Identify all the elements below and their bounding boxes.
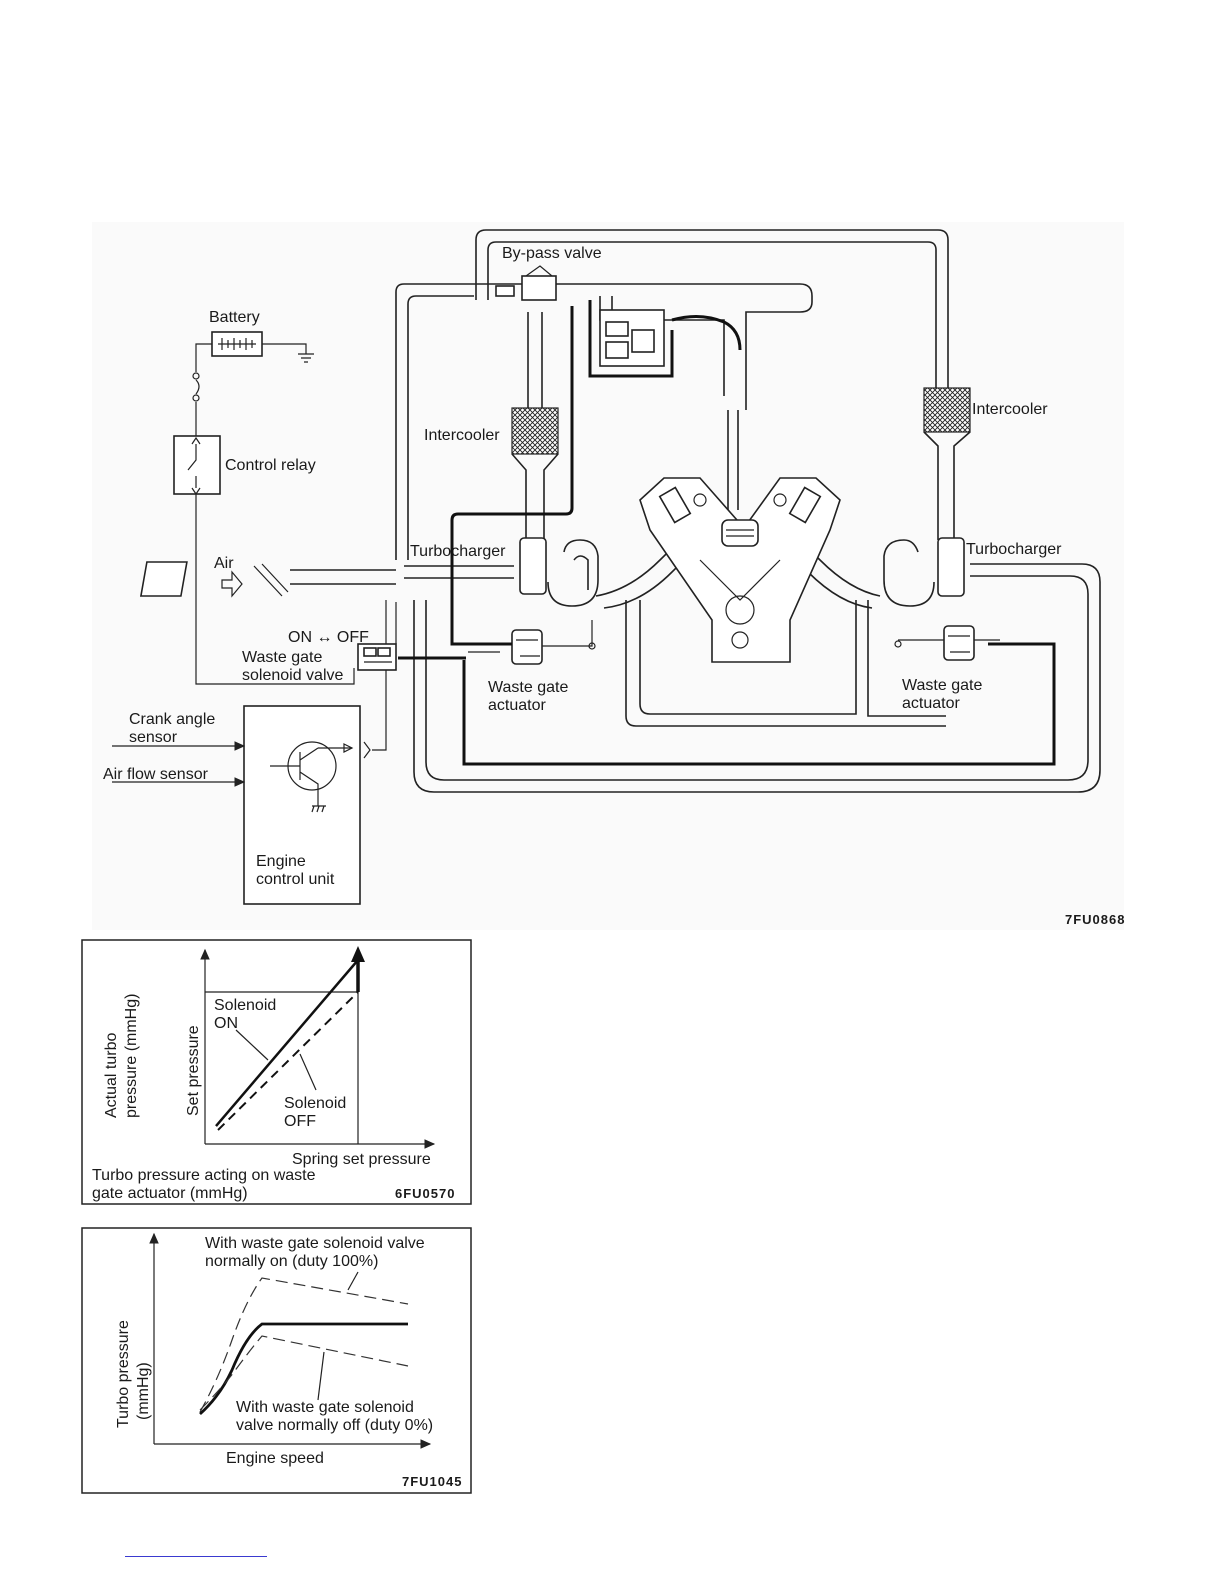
chart1-solenoid-off-2: OFF	[284, 1113, 316, 1130]
left-turbocharger: Turbocharger	[404, 537, 599, 607]
left-actuator-label-2: actuator	[488, 697, 546, 714]
right-turbocharger-label: Turbocharger	[966, 541, 1062, 558]
chart2-bottom-label-1: With waste gate solenoid	[236, 1399, 414, 1416]
chart1-on-leader	[235, 1029, 269, 1061]
left-waste-gate-actuator: Waste gate actuator	[488, 620, 596, 714]
turbo-pressure-vs-engine-speed-chart: With waste gate solenoid valve normally …	[81, 1227, 472, 1494]
chart2-ylabel-2: (mmHg)	[135, 1362, 152, 1420]
right-turbocharger: Turbocharger	[413, 537, 1101, 793]
chart1-off-leader	[299, 1053, 317, 1091]
sensor-inputs: Crank angle sensor Air flow sensor	[103, 711, 246, 787]
chart2-top-label-2: normally on (duty 100%)	[205, 1253, 378, 1270]
chart2-ylabel-1: Turbo pressure	[115, 1320, 132, 1428]
chart1-spring-label: Spring set pressure	[292, 1151, 431, 1168]
solenoid-label-1: Waste gate	[242, 649, 322, 666]
chart2-bottom-leader	[317, 1351, 325, 1401]
battery-label: Battery	[209, 309, 260, 326]
waste-gate-pressure-chart: Solenoid ON Solenoid OFF Spring set pres…	[81, 939, 472, 1205]
footer-link-underline	[125, 1556, 267, 1557]
waste-gate-solenoid-valve: ON ↔ OFF Waste gate solenoid valve	[242, 600, 397, 751]
chart1-arrowhead-icon	[351, 946, 365, 962]
bypass-valve: By-pass valve	[495, 245, 602, 301]
chart2-top-label-1: With waste gate solenoid valve	[205, 1235, 425, 1252]
chart1-solenoid-off-1: Solenoid	[284, 1095, 346, 1112]
chart2-figure-code: 7FU1045	[402, 1474, 462, 1489]
chart2-top-leader	[347, 1271, 359, 1291]
right-intercooler: Intercooler	[923, 387, 1048, 540]
control-relay: Control relay	[173, 435, 355, 685]
air-flow-sensor-label: Air flow sensor	[103, 766, 209, 783]
solenoid-label-2: solenoid valve	[242, 667, 344, 684]
chart1-solenoid-on-line	[215, 959, 359, 1127]
chart1-solenoid-on-2: ON	[214, 1015, 238, 1032]
ecu-label-1: Engine	[256, 853, 306, 870]
right-waste-gate-actuator: Waste gate actuator	[894, 625, 1000, 712]
chart1-ylabel-2: pressure (mmHg)	[123, 994, 140, 1118]
right-intercooler-label: Intercooler	[972, 401, 1048, 418]
on-off-label: ON ↔ OFF	[288, 629, 369, 646]
left-intercooler: Intercooler	[424, 312, 559, 540]
left-turbocharger-label: Turbocharger	[410, 543, 506, 560]
chart2-bottom-label-2: valve normally off (duty 0%)	[236, 1417, 433, 1434]
chart1-ylabel-1: Actual turbo	[103, 1033, 120, 1118]
chart2-duty100-curve	[199, 1277, 409, 1413]
air-label: Air	[214, 555, 234, 572]
chart1-figure-code: 6FU0570	[395, 1186, 455, 1201]
chart1-xlabel-1: Turbo pressure acting on waste	[92, 1167, 316, 1184]
chart1-inner-ylabel: Set pressure	[185, 1025, 202, 1116]
top-figure-code: 7FU0868	[1065, 912, 1125, 927]
v6-engine	[639, 410, 841, 663]
bypass-loop-pipe	[395, 229, 949, 560]
left-intercooler-label: Intercooler	[424, 427, 500, 444]
crank-angle-label-2: sensor	[129, 729, 178, 746]
chart2-normal-curve	[199, 1322, 408, 1416]
chart1-solenoid-on-1: Solenoid	[214, 997, 276, 1014]
right-actuator-label-2: actuator	[902, 695, 960, 712]
solenoid-hoses	[398, 306, 1056, 766]
left-actuator-label-1: Waste gate	[488, 679, 568, 696]
chart1-xlabel-2: gate actuator (mmHg)	[92, 1185, 248, 1202]
bypass-valve-label: By-pass valve	[502, 245, 602, 262]
crank-angle-label-1: Crank angle	[129, 711, 215, 728]
right-actuator-label-1: Waste gate	[902, 677, 982, 694]
air-arrow-icon	[221, 570, 243, 598]
battery: Battery	[192, 309, 314, 436]
air-intake: Air	[139, 555, 396, 598]
chart1-solenoid-off-line	[217, 991, 359, 1131]
ecu-label-2: control unit	[256, 871, 335, 888]
control-relay-label: Control relay	[225, 457, 316, 474]
engine-control-unit: Engine control unit	[243, 705, 371, 905]
intake-control-valve	[588, 300, 742, 378]
turbo-system-diagram: By-pass valve Intercooler Intercooler	[92, 222, 1125, 930]
chart2-xlabel: Engine speed	[226, 1450, 324, 1467]
chart2-frame	[81, 1227, 472, 1494]
